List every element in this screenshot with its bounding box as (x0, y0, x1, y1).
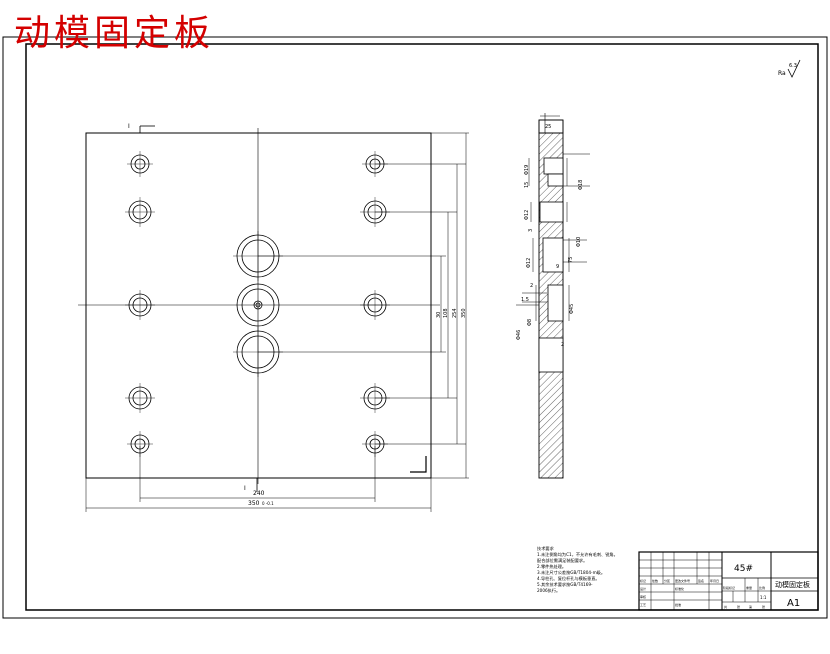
row-label: 处数 (652, 578, 658, 583)
section-mark-top: I (128, 123, 155, 133)
side-dim-top: 25 (545, 124, 551, 130)
notes-line: 5.其余技术要求按GB/T4169- (537, 581, 593, 588)
side-dim-12: 2 (530, 283, 533, 289)
role-label: 审核 (640, 594, 646, 599)
center-hole-core (253, 300, 263, 310)
notes-line: 4.导柱孔、复位杆孔与模板垂直。 (537, 575, 600, 582)
role-label: 工艺 (640, 602, 646, 607)
side-dim-8: Φ12 (526, 258, 532, 268)
role-label: 设计 (640, 586, 646, 591)
row-label: 年月日 (710, 578, 719, 583)
notes-line: 2.零件热处理。 (537, 563, 566, 570)
center-hole (236, 283, 280, 327)
role-label: 批准 (675, 602, 681, 607)
side-dim-lines (516, 153, 590, 321)
section-cutouts (538, 119, 564, 373)
side-dim-9: Φ45 (569, 304, 575, 314)
side-dim-15: 2 (561, 342, 564, 348)
sheet-info: 张 (737, 604, 740, 609)
plate-outline (85, 132, 432, 479)
notes-line: 2006执行。 (537, 587, 560, 594)
dim-vertical-1: 30 (436, 312, 442, 318)
hole-group (125, 151, 390, 457)
title-block (638, 551, 819, 611)
notes-line: 3.未注尺寸公差按GB/T1804-m级。 (537, 569, 605, 576)
stage-label: 比例 (759, 585, 765, 590)
row-label: 更改文件号 (675, 578, 690, 583)
page-title: 动模固定板 (14, 13, 215, 54)
center-hole-inner (241, 288, 275, 322)
dim-vertical-2: 108 (443, 308, 449, 318)
roughness-ra: Ra (778, 70, 786, 77)
row-label: 签名 (698, 578, 704, 583)
side-dim-7: 9 (556, 264, 559, 270)
side-dim-2: Φ18 (578, 180, 584, 190)
row-label: 分区 (664, 578, 670, 583)
part-name-text: 动模固定板 (775, 580, 810, 589)
side-dim-4: Φ10 (576, 237, 582, 247)
front-view: I (78, 123, 469, 512)
side-dim-14: Φ8 (527, 319, 533, 326)
inner-frame (25, 43, 819, 611)
outer-frame (2, 36, 828, 619)
side-dim-1: Φ19 (524, 165, 530, 175)
dim-tolerance: 0 -0.1 (262, 501, 274, 506)
sheet-info: 张 (762, 604, 765, 609)
material-text: 45# (734, 564, 753, 574)
section-label-top: I (128, 123, 130, 130)
side-dim-10: 75 (568, 257, 574, 263)
scale-text: 1:1 (760, 595, 767, 600)
section-label-bottom: I (244, 485, 246, 492)
stage-label: 重量 (746, 585, 752, 590)
notes-line: 配合部位需满足装配要求。 (537, 557, 587, 564)
roughness-value: 6.3 (789, 63, 797, 69)
row-label: 标记 (640, 578, 646, 583)
side-section-view (516, 113, 590, 479)
dim-vertical-3: 254 (452, 308, 458, 318)
surface-roughness-symbol: Ra 6.3 (778, 59, 801, 78)
title-block-labels: 标记 处数 分区 更改文件号 签名 年月日 设计 审核 工艺 标准化 批准 阶段… (640, 578, 765, 609)
center-hole-pin (255, 302, 261, 308)
notes-heading: 技术要求 (537, 545, 555, 552)
corner-mark (410, 456, 427, 473)
side-dim-11: 1.5 (521, 297, 529, 303)
stage-label: 阶段标记 (723, 585, 735, 590)
sheet-info: 第 (749, 604, 752, 609)
side-dim-13: Φ46 (516, 330, 522, 340)
side-dim-3: Φ12 (524, 210, 530, 220)
notes-line: 1.未注倒角均为C1，不允许有毛刺、锐角。 (537, 551, 618, 558)
sheet-info: 共 (724, 604, 727, 609)
dim-350-horizontal: 350 (248, 500, 260, 507)
dim-240: 240 (253, 490, 265, 497)
role-label: 标准化 (675, 586, 684, 591)
technical-notes: 技术要求 1.未注倒角均为C1，不允许有毛刺、锐角。 配合部位需满足装配要求。 … (537, 545, 618, 594)
side-dim-6: 15 (524, 182, 530, 188)
sheet-size-text: A1 (787, 598, 800, 609)
dim-vertical-4: 350 (461, 308, 467, 318)
side-dim-5: 3 (528, 229, 534, 232)
